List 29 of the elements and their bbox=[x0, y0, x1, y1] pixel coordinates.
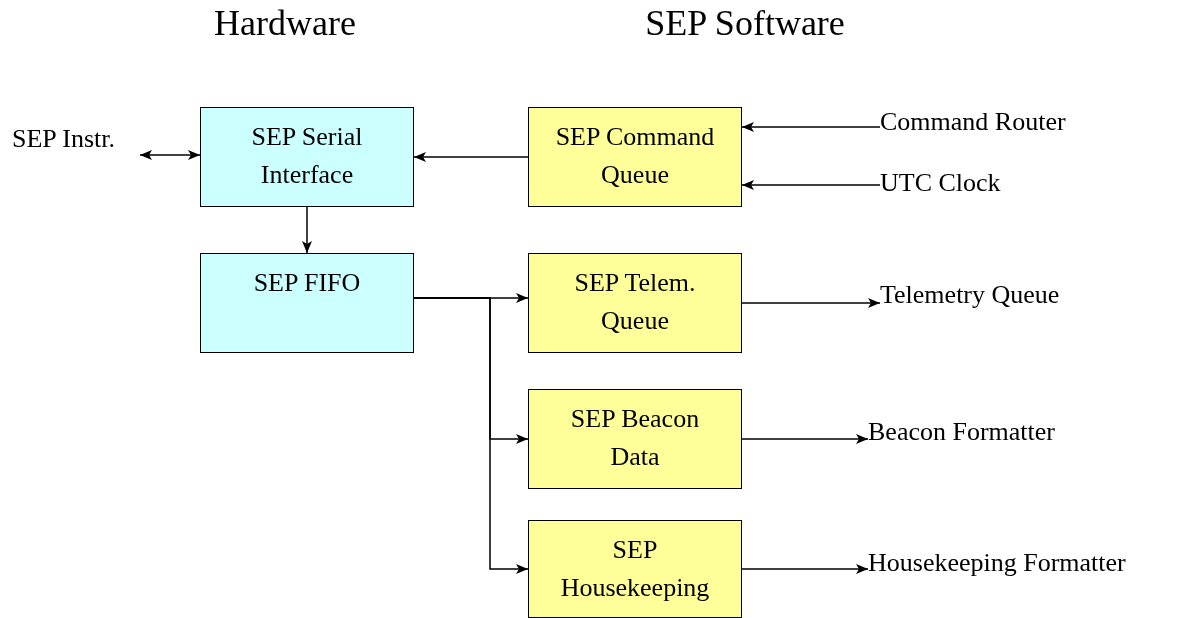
process-box bbox=[200, 253, 414, 353]
column-heading: SEP Software bbox=[645, 2, 845, 44]
arrow bbox=[302, 206, 312, 254]
arrow bbox=[741, 434, 869, 444]
arrow bbox=[741, 564, 869, 574]
box-label: SEP Serial Interface bbox=[250, 121, 364, 191]
arrow bbox=[741, 180, 881, 190]
process-box bbox=[528, 253, 742, 353]
endpoint-label: UTC Clock bbox=[880, 168, 1001, 198]
endpoint-label: SEP Instr. bbox=[12, 124, 116, 154]
box-label: SEP Housekeeping bbox=[559, 534, 711, 604]
arrow bbox=[413, 152, 529, 162]
box-label: SEP Beacon Data bbox=[569, 403, 701, 473]
arrow bbox=[741, 122, 881, 132]
column-heading: Hardware bbox=[214, 2, 356, 44]
box-label: SEP FIFO bbox=[253, 267, 361, 299]
process-box bbox=[528, 389, 742, 489]
endpoint-label: Command Router bbox=[880, 107, 1066, 137]
process-box bbox=[528, 107, 742, 207]
endpoint-label: Housekeeping Formatter bbox=[868, 548, 1126, 578]
process-box bbox=[200, 107, 414, 207]
box-label: SEP Command Queue bbox=[554, 121, 716, 191]
arrow bbox=[741, 298, 881, 308]
endpoint-label: Telemetry Queue bbox=[880, 280, 1060, 310]
arrow bbox=[413, 297, 529, 574]
endpoint-label: Beacon Formatter bbox=[868, 417, 1055, 447]
process-box bbox=[528, 520, 742, 618]
box-label: SEP Telem. Queue bbox=[573, 267, 697, 337]
arrow bbox=[139, 150, 201, 160]
